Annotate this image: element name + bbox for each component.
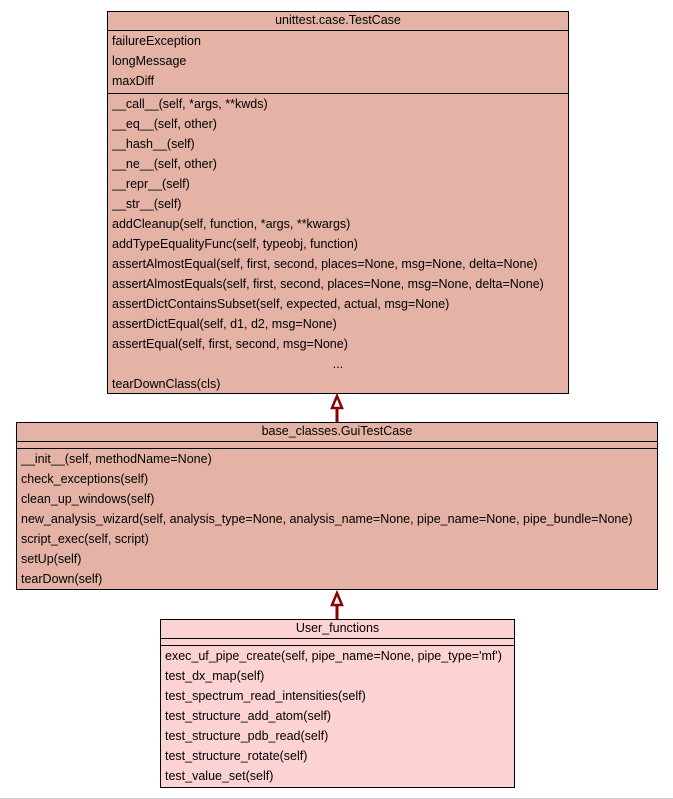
method-item: test_structure_add_atom(self) (165, 709, 332, 723)
method-item: __init__(self, methodName=None) (21, 452, 212, 466)
method-item: assertAlmostEquals(self, first, second, … (112, 277, 544, 291)
class-attributes: failureException longMessage maxDiff (108, 31, 568, 91)
class-methods: __init__(self, methodName=None) check_ex… (17, 449, 657, 589)
edge-userfunctions-to-guitestcase (330, 589, 344, 619)
attribute-item: longMessage (112, 54, 187, 68)
attribute-item: failureException (112, 34, 201, 48)
class-title: base_classes.GuiTestCase (17, 423, 657, 442)
method-ellipsis: ... (332, 357, 344, 371)
method-item: __call__(self, *args, **kwds) (112, 97, 268, 111)
method-item: tearDownClass(cls) (112, 377, 221, 391)
method-item: addTypeEqualityFunc(self, typeobj, funct… (112, 237, 358, 251)
method-item: assertDictEqual(self, d1, d2, msg=None) (112, 317, 337, 331)
method-item: __str__(self) (112, 197, 182, 211)
attribute-item: maxDiff (112, 74, 155, 88)
method-item: __eq__(self, other) (112, 117, 217, 131)
class-box-userfunctions[interactable]: User_functions exec_uf_pipe_create(self,… (160, 619, 515, 788)
class-box-guitestcase[interactable]: base_classes.GuiTestCase __init__(self, … (16, 422, 658, 590)
method-item: assertAlmostEqual(self, first, second, p… (112, 257, 538, 271)
class-methods: exec_uf_pipe_create(self, pipe_name=None… (161, 646, 514, 786)
method-item: addCleanup(self, function, *args, **kwar… (112, 217, 351, 231)
class-title: unittest.case.TestCase (108, 12, 568, 31)
class-title: User_functions (161, 620, 514, 639)
method-item: __repr__(self) (112, 177, 190, 191)
edge-guitestcase-to-testcase (330, 392, 344, 422)
method-item: assertDictContainsSubset(self, expected,… (112, 297, 450, 311)
method-item: setUp(self) (21, 552, 82, 566)
class-box-testcase[interactable]: unittest.case.TestCase failureException … (107, 11, 569, 394)
inheritance-arrowhead (330, 589, 344, 607)
section-divider (161, 645, 514, 646)
method-item: check_exceptions(self) (21, 472, 149, 486)
method-item: test_value_set(self) (165, 769, 274, 783)
method-item: test_structure_pdb_read(self) (165, 729, 329, 743)
method-item: test_spectrum_read_intensities(self) (165, 689, 366, 703)
method-item: test_structure_rotate(self) (165, 749, 308, 763)
method-item: script_exec(self, script) (21, 532, 149, 546)
method-item: assertEqual(self, first, second, msg=Non… (112, 337, 348, 351)
section-divider (17, 448, 657, 449)
method-item: __ne__(self, other) (112, 157, 217, 171)
inheritance-arrowhead (330, 392, 344, 410)
method-item: __hash__(self) (112, 137, 195, 151)
class-methods: __call__(self, *args, **kwds) __eq__(sel… (108, 94, 568, 394)
method-item: exec_uf_pipe_create(self, pipe_name=None… (165, 649, 502, 663)
method-item: new_analysis_wizard(self, analysis_type=… (21, 512, 633, 526)
section-divider (108, 93, 568, 94)
method-item: clean_up_windows(self) (21, 492, 155, 506)
method-item: tearDown(self) (21, 572, 103, 586)
method-item: test_dx_map(self) (165, 669, 265, 683)
